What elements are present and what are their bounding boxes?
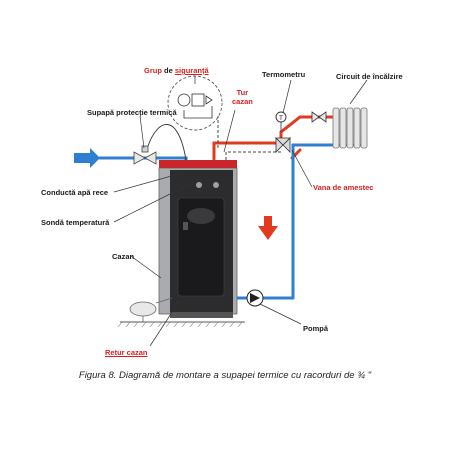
- safety-group-word: Grup: [144, 66, 162, 75]
- tur-line1: Tur: [236, 88, 249, 97]
- svg-text:T: T: [279, 116, 283, 122]
- safety-group-siguranta: siguranță: [174, 66, 209, 75]
- safety-dashed-line: [217, 116, 282, 160]
- hot-flow-arrow: [258, 216, 278, 240]
- boiler-handle: [183, 222, 188, 230]
- boiler-label: Cazan: [112, 252, 135, 261]
- boiler-door: [177, 197, 225, 297]
- boiler-gauge-right: [213, 182, 219, 188]
- safety-group-label: Grup de siguranță: [144, 66, 209, 75]
- thermometer-label: Termometru: [262, 70, 306, 79]
- thermal-safety-valve: [133, 145, 157, 165]
- figure-caption: Figura 8. Diagramă de montare a supapei …: [78, 370, 372, 381]
- radiator-valve: [311, 111, 327, 123]
- pump-label: Pompă: [303, 324, 329, 333]
- boiler: [158, 160, 238, 318]
- expansion-tank: [129, 297, 173, 322]
- sensor-capillary: [147, 124, 206, 178]
- cold-water-label: Conductă apă rece: [41, 188, 109, 197]
- floor: [117, 321, 245, 328]
- return-label: Retur cazan: [105, 348, 148, 357]
- mixing-valve: [275, 137, 291, 153]
- boiler-gauge-left: [196, 182, 202, 188]
- radiator: [332, 107, 368, 149]
- tur-cazan-label: Tur cazan: [232, 88, 253, 106]
- supply-pipe: [212, 141, 283, 161]
- leader-lines: [113, 76, 368, 347]
- heating-circuit-label: Circuit de încălzire: [336, 72, 403, 81]
- boiler-base: [170, 312, 233, 318]
- tur-line2: cazan: [232, 97, 253, 106]
- mixing-valve-label: Vana de amestec: [313, 183, 374, 192]
- temperature-sensor-label: Sondă temperatură: [41, 218, 110, 227]
- thermal-valve-label: Supapă protecție termică: [87, 108, 177, 117]
- boiler-door-window: [187, 208, 215, 224]
- cold-water-arrow: [74, 148, 100, 168]
- safety-group-symbol: [167, 75, 223, 131]
- boiler-top: [159, 160, 237, 168]
- pump: [246, 289, 264, 307]
- safety-group-de: de: [164, 66, 173, 75]
- thermometer: T: [275, 111, 287, 132]
